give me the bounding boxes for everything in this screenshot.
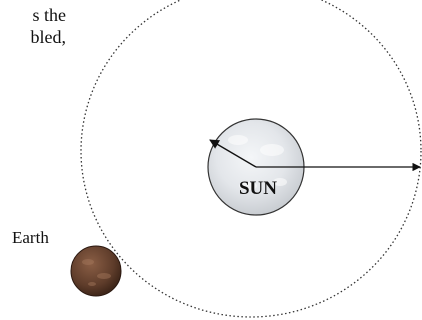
sun-label: SUN — [239, 178, 277, 199]
earth — [71, 246, 121, 296]
